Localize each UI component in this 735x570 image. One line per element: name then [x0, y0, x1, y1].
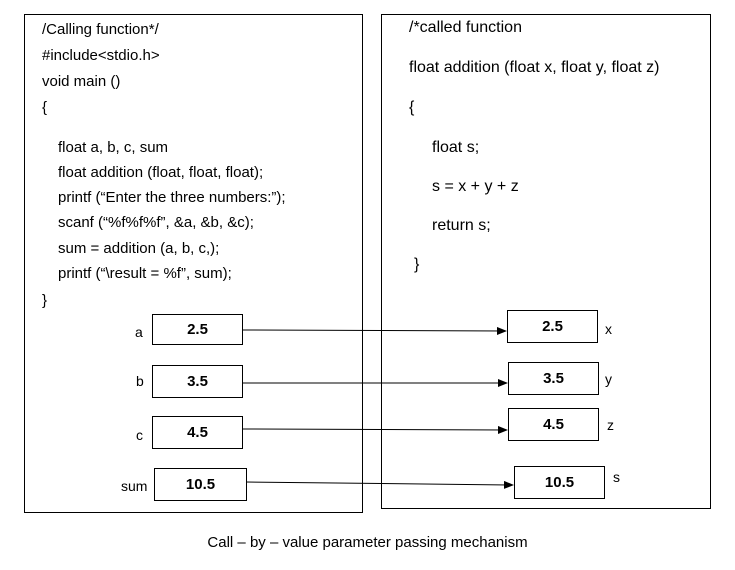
var-label-c: c — [136, 427, 143, 443]
var-label-a: a — [135, 324, 143, 340]
param-box-z: 4.5 — [508, 408, 599, 441]
callee-code-line-5: s = x + y + z — [432, 178, 519, 195]
caller-code-line-6: float addition (float, float, float); — [58, 164, 264, 181]
diagram-caption: Call – by – value parameter passing mech… — [207, 534, 528, 551]
caller-code-line-11: } — [42, 292, 48, 309]
caller-code-line-10: printf (“\result = %f”, sum); — [58, 265, 232, 282]
callee-code-line-3: { — [409, 99, 415, 116]
caller-code-line-4: { — [42, 99, 48, 116]
param-box-y: 3.5 — [508, 362, 599, 395]
var-label-b: b — [136, 373, 144, 389]
callee-code-line-7: } — [414, 256, 420, 273]
var-label-sum: sum — [121, 478, 148, 494]
var-box-sum: 10.5 — [154, 468, 247, 501]
caller-code-line-7: printf (“Enter the three numbers:”); — [58, 189, 286, 206]
param-label-x: x — [605, 321, 612, 337]
param-label-z: z — [607, 417, 614, 433]
callee-code-line-6: return s; — [432, 217, 491, 234]
callee-code-line-4: float s; — [432, 139, 480, 156]
arrow-sum-to-s — [245, 480, 514, 489]
arrow-a-to-x — [241, 326, 507, 335]
callee-code-line-2: float addition (float x, float y, float … — [409, 59, 660, 76]
param-label-y: y — [605, 371, 612, 387]
var-box-a: 2.5 — [152, 314, 243, 345]
caller-code-line-1: /Calling function*/ — [42, 21, 159, 38]
called-function-panel — [381, 14, 711, 509]
caller-code-line-9: sum = addition (a, b, c,); — [58, 240, 220, 257]
param-box-s: 10.5 — [514, 466, 605, 499]
caller-code-line-5: float a, b, c, sum — [58, 139, 169, 156]
arrow-c-to-z — [241, 425, 508, 434]
caller-code-line-2: #include<stdio.h> — [42, 47, 160, 64]
caller-code-line-8: scanf (“%f%f%f”, &a, &b, &c); — [58, 214, 254, 231]
var-box-b: 3.5 — [152, 365, 243, 398]
callee-code-line-1: /*called function — [409, 19, 522, 36]
caller-code-line-3: void main () — [42, 73, 121, 90]
param-box-x: 2.5 — [507, 310, 598, 343]
param-label-s: s — [613, 469, 620, 485]
var-box-c: 4.5 — [152, 416, 243, 449]
calling-function-panel — [24, 14, 363, 513]
